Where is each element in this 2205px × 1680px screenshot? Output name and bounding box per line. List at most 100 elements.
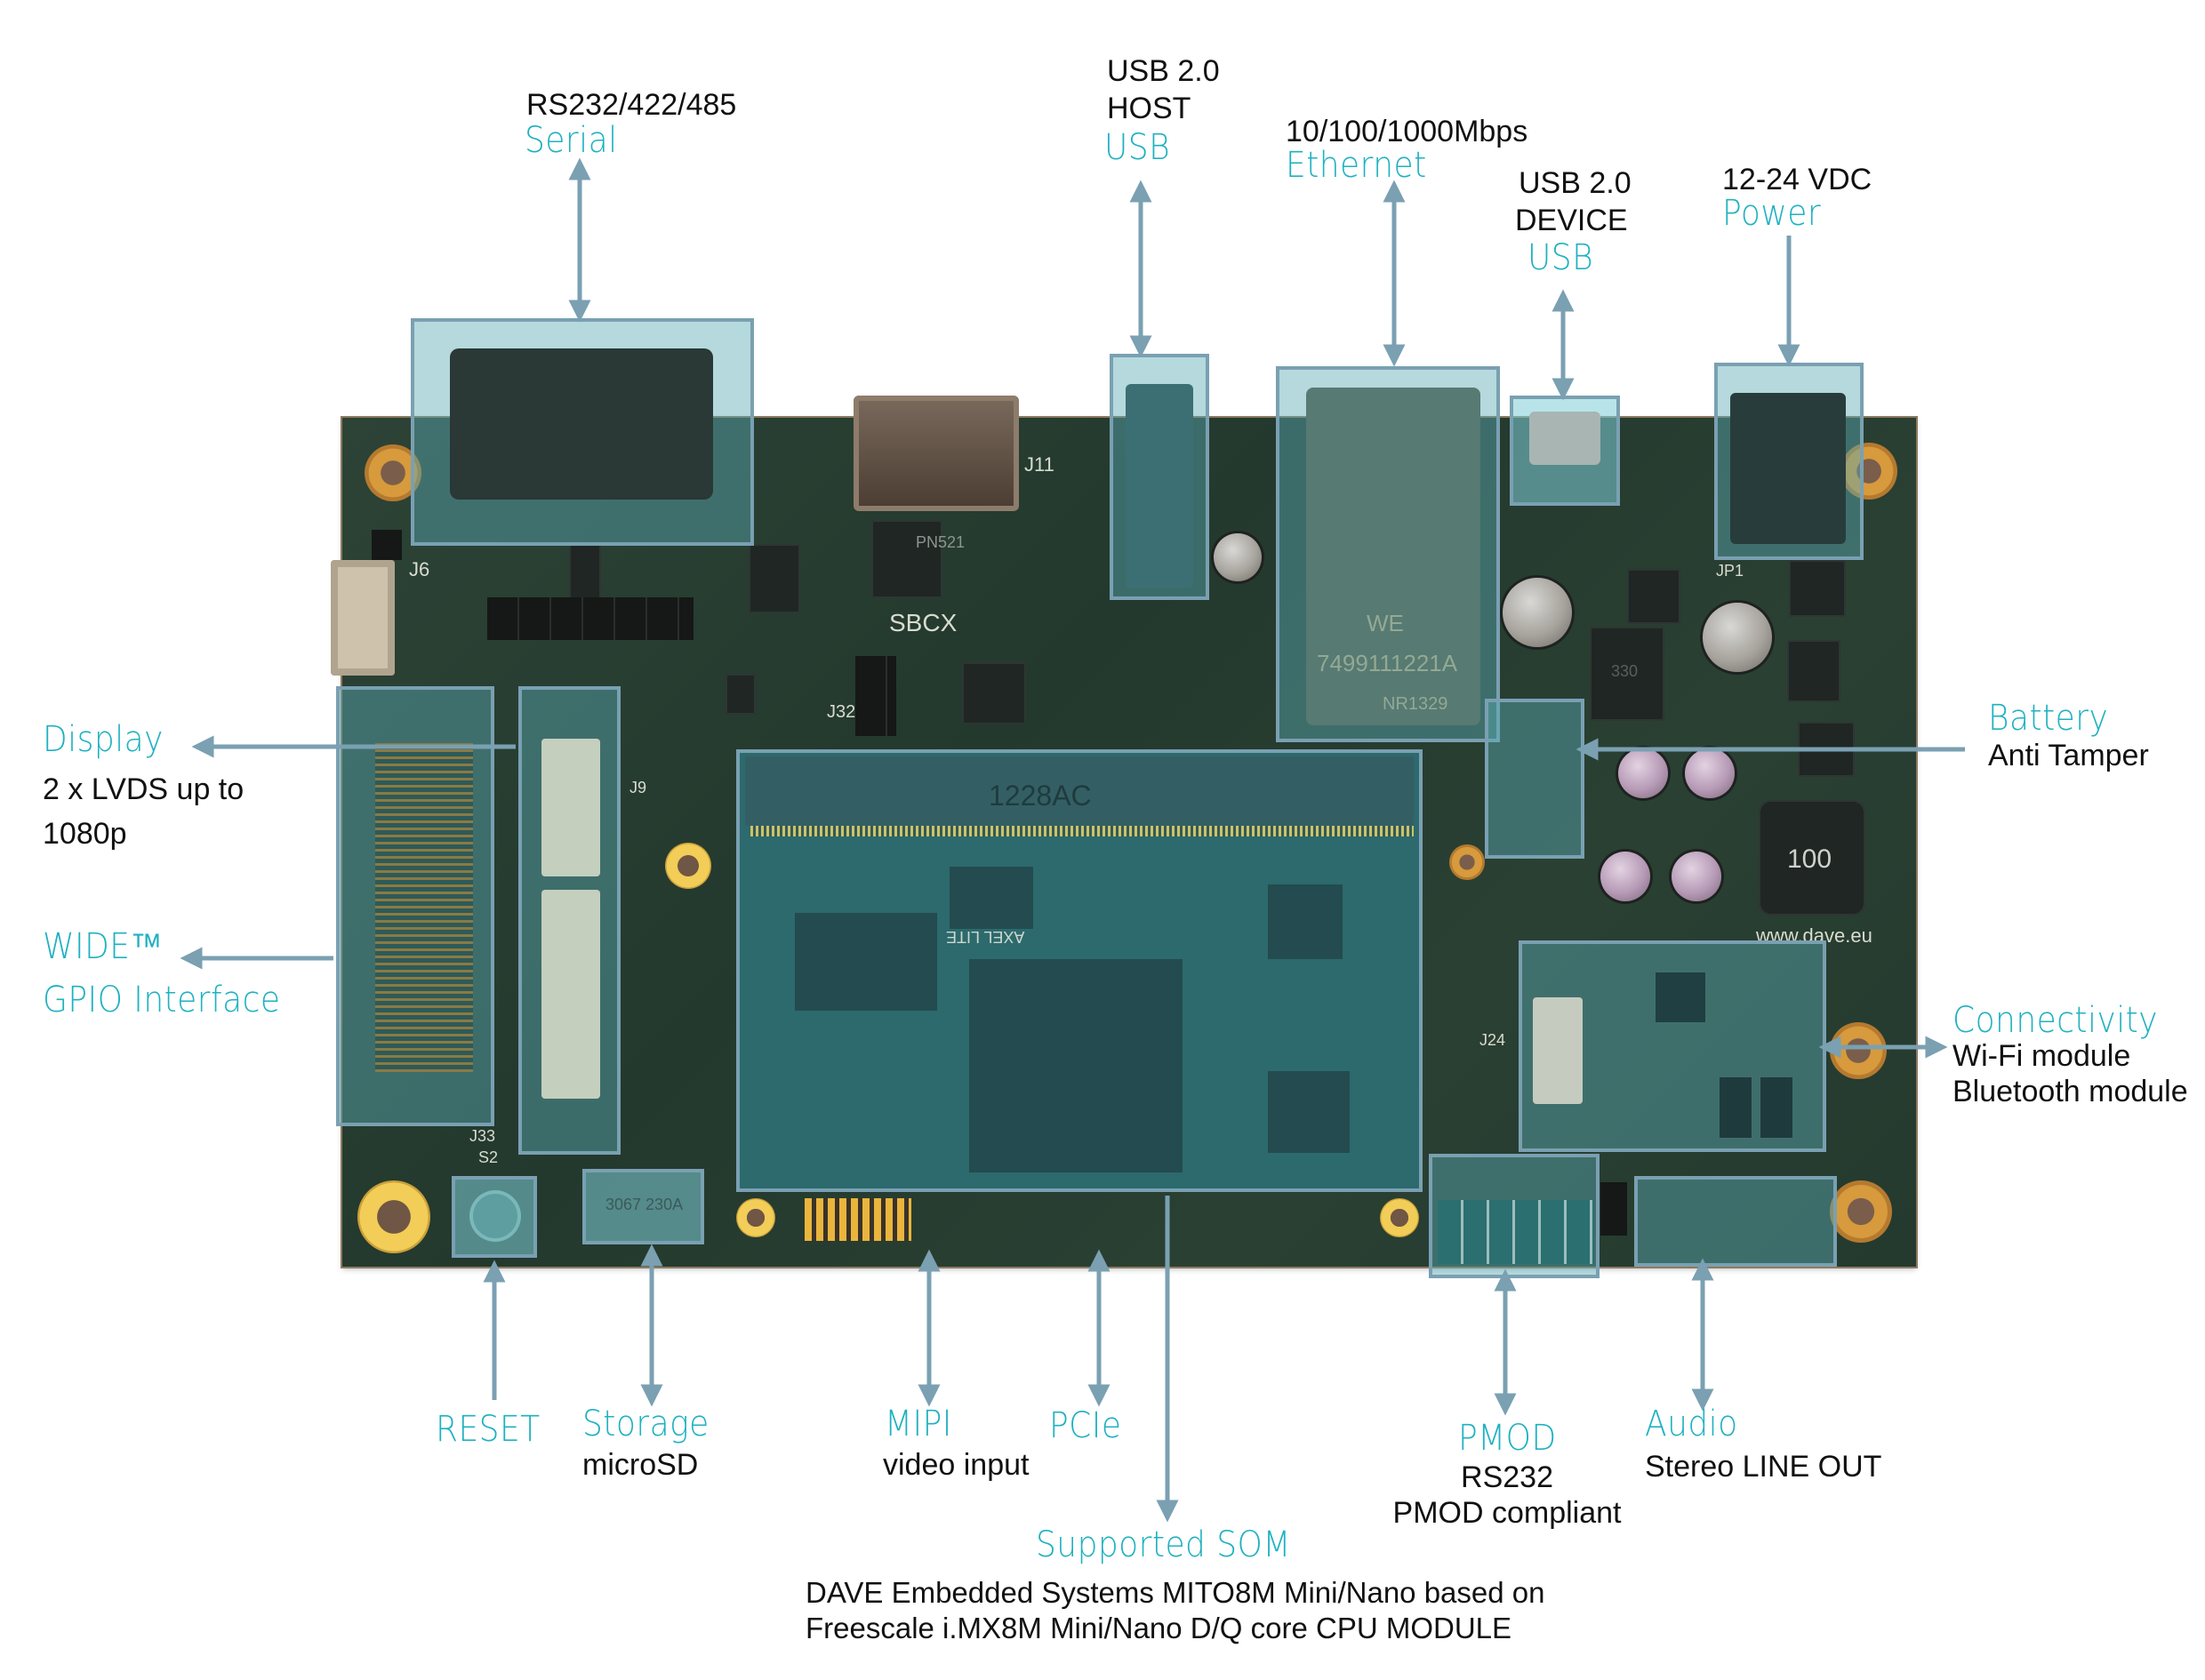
silk-j24: J24 bbox=[1479, 1031, 1506, 1049]
hdmi-connector bbox=[854, 396, 1019, 511]
rj45-part: 7499111221A bbox=[1317, 650, 1458, 676]
som-name: AXEL LITE bbox=[946, 928, 1025, 946]
inductor-330 bbox=[1590, 627, 1664, 721]
connectivity-title: Connectivity bbox=[1952, 1000, 2158, 1041]
supported-som-module[interactable]: 1228AC AXEL LITE bbox=[736, 749, 1423, 1192]
gpio-header-bottom bbox=[541, 890, 600, 1099]
silk-j11: J11 bbox=[1024, 453, 1054, 476]
som-pmic bbox=[1268, 884, 1343, 959]
som-socket-bar bbox=[745, 756, 1414, 826]
usb-host-subtitle-2: HOST bbox=[1107, 92, 1191, 125]
pmod-subtitle-2: PMOD compliant bbox=[1392, 1496, 1622, 1530]
diode-power bbox=[1789, 560, 1846, 617]
ic-sot8 bbox=[726, 674, 756, 715]
mipi-subtitle: video input bbox=[883, 1448, 1030, 1482]
connectivity-subtitle-2: Bluetooth module bbox=[1952, 1075, 2188, 1108]
audio-title: Audio bbox=[1645, 1404, 1738, 1444]
display-title: Display bbox=[43, 719, 164, 760]
ethernet-rj45-connector[interactable]: WE 7499111221A NR1329 bbox=[1276, 366, 1500, 742]
reset-title: RESET bbox=[436, 1409, 541, 1450]
capacitor-v1 bbox=[1618, 748, 1668, 798]
ic-pn521 bbox=[871, 520, 942, 598]
mounting-hole-battery bbox=[1449, 844, 1485, 880]
usb-device-micro-connector[interactable] bbox=[1510, 396, 1620, 506]
usb-host-connector[interactable] bbox=[1110, 354, 1209, 600]
db9-shell bbox=[450, 348, 713, 500]
silk-j6: J6 bbox=[409, 558, 430, 580]
pmod-header[interactable] bbox=[1429, 1154, 1600, 1278]
pin-header-2x8 bbox=[487, 597, 694, 640]
silk-board-name: SBCX bbox=[889, 609, 958, 636]
pmod-pins bbox=[1438, 1200, 1594, 1264]
lvds-pins bbox=[375, 743, 473, 1072]
usb-host-subtitle-1: USB 2.0 bbox=[1107, 54, 1220, 88]
som-socket-label: 1228AC bbox=[989, 780, 1092, 812]
mounting-hole-som-right bbox=[1380, 1198, 1419, 1237]
mounting-hole-bottom-left bbox=[357, 1180, 430, 1253]
wide-title-1: WIDE™ bbox=[43, 926, 163, 967]
wifi-connector bbox=[1533, 997, 1583, 1104]
battery-anti-tamper-header[interactable] bbox=[1485, 699, 1584, 859]
inductor-100 bbox=[1759, 800, 1865, 916]
ethernet-title: Ethernet bbox=[1286, 145, 1427, 186]
storage-subtitle: microSD bbox=[582, 1448, 699, 1482]
wifi-chip bbox=[1656, 972, 1705, 1022]
silk-inductor-100: 100 bbox=[1787, 844, 1832, 874]
capacitor-3 bbox=[1703, 603, 1772, 672]
som-subtitle-1: DAVE Embedded Systems MITO8M Mini/Nano b… bbox=[806, 1576, 1545, 1609]
reset-button-cap bbox=[473, 1194, 517, 1238]
display-lvds-connector[interactable] bbox=[336, 686, 494, 1126]
diode-battery bbox=[1798, 722, 1855, 777]
display-subtitle-2: 1080p bbox=[43, 817, 127, 851]
mounting-hole-som-left bbox=[736, 1198, 775, 1237]
inductor-left bbox=[962, 662, 1026, 724]
silk-j32: J32 bbox=[827, 702, 856, 722]
connectivity-subtitle-1: Wi-Fi module bbox=[1952, 1039, 2131, 1073]
som-ram bbox=[795, 913, 937, 1011]
capacitor-1 bbox=[1214, 533, 1262, 581]
storage-title: Storage bbox=[582, 1404, 710, 1444]
power-dc-jack[interactable] bbox=[1714, 363, 1864, 560]
micro-usb-shell bbox=[1529, 412, 1600, 465]
silk-jp1: JP1 bbox=[1716, 562, 1744, 580]
connectivity-wifi-bt-module[interactable] bbox=[1519, 940, 1826, 1152]
som-ic-2 bbox=[1268, 1071, 1350, 1153]
capacitor-v2 bbox=[1685, 748, 1735, 798]
mounting-hole-right-mid bbox=[1830, 1022, 1887, 1079]
usb-device-title: USB bbox=[1527, 237, 1594, 278]
ic-soic bbox=[749, 544, 800, 613]
mipi-fpc-connector bbox=[805, 1198, 911, 1241]
audio-subtitle: Stereo LINE OUT bbox=[1645, 1450, 1882, 1484]
som-socket-pins bbox=[750, 826, 1414, 836]
mounting-hole-bottom-right bbox=[1830, 1180, 1892, 1243]
mipi-title: MIPI bbox=[885, 1404, 952, 1444]
gpio-header-top bbox=[541, 739, 600, 876]
jst-connector-j6 bbox=[331, 560, 395, 676]
usb-host-title: USB bbox=[1104, 127, 1171, 168]
storage-microsd-slot[interactable]: 3067 230A bbox=[582, 1169, 704, 1244]
audio-line-out-header[interactable] bbox=[1634, 1176, 1837, 1267]
silk-s2: S2 bbox=[478, 1148, 499, 1166]
som-flash bbox=[950, 867, 1033, 929]
silk-ic-pn: PN521 bbox=[916, 533, 966, 551]
som-subtitle-2: Freescale i.MX8M Mini/Nano D/Q core CPU … bbox=[806, 1612, 1512, 1644]
rj45-brand: WE bbox=[1367, 610, 1404, 636]
pin-header-j21 bbox=[372, 530, 402, 560]
usb-device-subtitle-2: DEVICE bbox=[1515, 204, 1628, 237]
serial-title: Serial bbox=[525, 120, 618, 161]
ic-power-1 bbox=[1627, 569, 1680, 624]
serial-db9-connector[interactable] bbox=[411, 318, 754, 546]
mounting-hole-top-right bbox=[1840, 443, 1897, 500]
dc-jack-body bbox=[1730, 393, 1846, 544]
wide-title-2: GPIO Interface bbox=[43, 980, 281, 1020]
capacitor-v4 bbox=[1672, 852, 1721, 901]
ethernet-subtitle: 10/100/1000Mbps bbox=[1286, 115, 1528, 148]
wide-gpio-connector[interactable] bbox=[518, 686, 621, 1155]
wifi-cap-2 bbox=[1760, 1077, 1792, 1138]
reset-button[interactable] bbox=[452, 1176, 537, 1258]
pcie-title: PCIe bbox=[1049, 1405, 1122, 1446]
ic-power-2 bbox=[1787, 640, 1840, 702]
silk-j33: J33 bbox=[469, 1127, 496, 1145]
power-title: Power bbox=[1722, 193, 1822, 234]
som-cpu bbox=[969, 959, 1183, 1172]
